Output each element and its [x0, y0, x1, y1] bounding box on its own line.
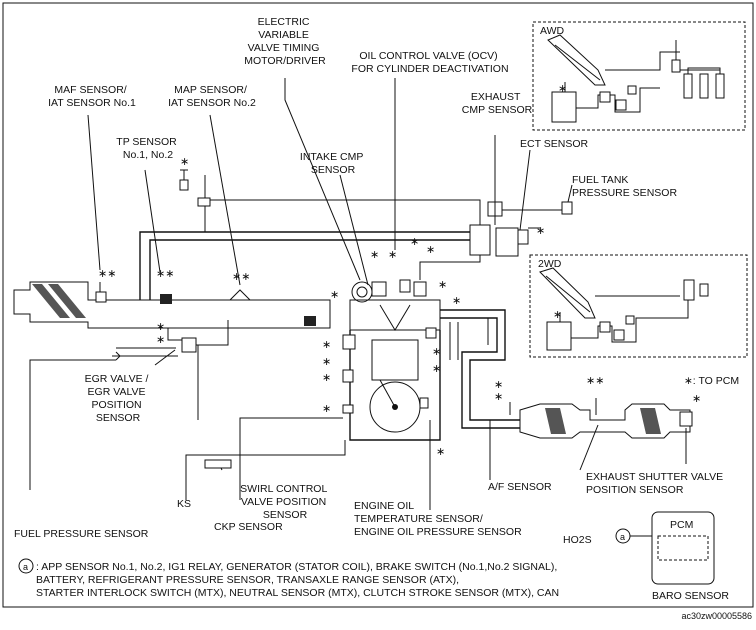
star-af-1: ∗	[494, 379, 503, 391]
label-exhaust-cmp: EXHAUST CMP SENSOR	[462, 91, 533, 116]
label-maf: MAF SENSOR/ IAT SENSOR No.1	[48, 84, 136, 109]
star-egr-2: ∗	[156, 334, 165, 346]
label-pcm: PCM	[670, 519, 693, 531]
figure-code: ac30zw00005586	[681, 611, 752, 621]
star-oil-2: ∗	[432, 363, 441, 375]
label-map: MAP SENSOR/ IAT SENSOR No.2	[168, 84, 256, 109]
label-tp: TP SENSOR No.1, No.2	[116, 136, 179, 161]
label-fuel-tank: FUEL TANK PRESSURE SENSOR	[572, 174, 677, 199]
marker-a: a	[23, 562, 28, 572]
star-af-2: ∗	[494, 391, 503, 403]
note-marker-circle	[18, 558, 34, 574]
star-ocv-4: ∗	[452, 295, 461, 307]
label-baro: BARO SENSOR	[652, 590, 729, 602]
awd-inset	[532, 21, 746, 131]
to-pcm-markers: ∗∗ ∗∗ ∗∗ ∗ ∗ ∗ ∗ ∗ ∗ ∗ ∗ ∗ ∗ ∗ ∗ ∗ ∗ ∗ ∗…	[98, 83, 701, 458]
twowd-inset	[529, 254, 748, 358]
intake-tract	[13, 169, 481, 361]
star-egr-1: ∗	[156, 321, 165, 333]
label-to-pcm: ∗: TO PCM	[684, 375, 739, 387]
label-intake-cmp: INTAKE CMP SENSOR	[300, 151, 366, 176]
star-block-3: ∗	[322, 372, 331, 384]
star-maf: ∗∗	[98, 268, 116, 280]
star-ocv-3: ∗	[438, 279, 447, 291]
star-ckp: ∗	[436, 446, 445, 458]
label-ocv: OIL CONTROL VALVE (OCV) FOR CYLINDER DEA…	[351, 50, 508, 75]
label-swirl: SWIRL CONTROL VALVE POSITION SENSOR	[240, 483, 330, 521]
star-awd: ∗	[558, 83, 567, 95]
star-icmp-2: ∗	[388, 249, 397, 261]
star-ho2s: ∗∗	[586, 375, 604, 387]
star-block-2: ∗	[322, 356, 331, 368]
star-2wd: ∗	[553, 309, 562, 321]
label-ks: KS	[177, 498, 191, 510]
star-shutter: ∗	[692, 393, 701, 405]
star-tp: ∗∗	[156, 268, 174, 280]
star-oil-1: ∗	[432, 346, 441, 358]
label-2wd: 2WD	[538, 258, 562, 270]
leader-lines	[29, 78, 687, 510]
engine-block	[342, 279, 441, 441]
star-ocv-1: ∗	[410, 236, 419, 248]
star-vvt: ∗	[330, 289, 339, 301]
pcm-box	[651, 511, 715, 585]
label-exhaust-shutter: EXHAUST SHUTTER VALVE POSITION SENSOR	[586, 471, 726, 496]
star-purge: ∗	[536, 225, 545, 237]
star-block-4: ∗	[322, 403, 331, 415]
label-awd: AWD	[540, 25, 565, 37]
star-icmp-1: ∗	[370, 249, 379, 261]
label-af: A/F SENSOR	[488, 481, 552, 493]
label-engine-oil: ENGINE OIL TEMPERATURE SENSOR/ ENGINE OI…	[354, 500, 522, 538]
label-ect: ECT SENSOR	[520, 138, 588, 150]
star-block-1: ∗	[322, 339, 331, 351]
label-ckp: CKP SENSOR	[214, 521, 283, 533]
star-top: ∗	[180, 156, 189, 168]
label-egr: EGR VALVE / EGR VALVE POSITION SENSOR	[85, 373, 152, 424]
star-map: ∗∗	[232, 271, 250, 283]
label-electric-vvt: ELECTRIC VARIABLE VALVE TIMING MOTOR/DRI…	[244, 16, 326, 67]
label-ho2s: HO2S	[563, 534, 592, 546]
marker-a-pcm: a	[620, 532, 625, 542]
note-text: : APP SENSOR No.1, No.2, IG1 RELAY, GENE…	[36, 561, 560, 599]
label-fuel-pressure: FUEL PRESSURE SENSOR	[14, 528, 149, 540]
exhaust-system	[440, 309, 693, 439]
star-ocv-2: ∗	[426, 244, 435, 256]
